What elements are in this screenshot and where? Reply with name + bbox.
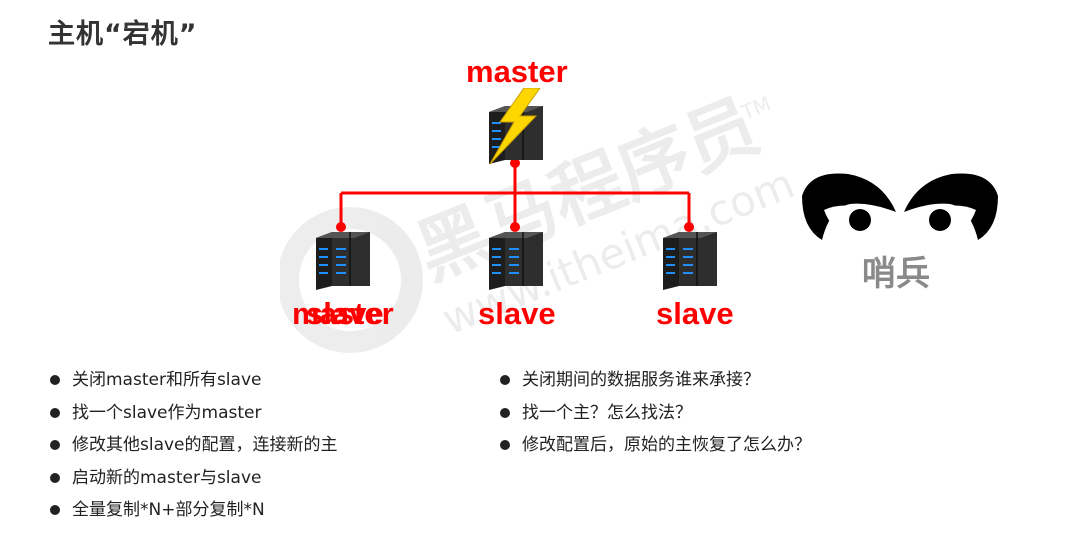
list-item: 找一个slave作为master — [50, 397, 338, 430]
list-item: 找一个主？怎么找法？ — [500, 397, 811, 430]
connector-dot-right — [684, 222, 694, 232]
bullet-icon — [50, 407, 60, 418]
server-rack-icon — [316, 232, 370, 290]
list-item: 启动新的master与slave — [50, 462, 338, 495]
list-item-text: 关闭期间的数据服务谁来承接？ — [522, 370, 760, 390]
connector-dot-top — [510, 158, 520, 168]
lightning-bolt-icon — [489, 88, 541, 165]
node-label-slave-right: slave — [656, 296, 734, 331]
server-rack-icon — [663, 232, 717, 290]
bullet-icon — [500, 440, 510, 450]
list-item: 全量复制*N+部分复制*N — [50, 494, 338, 527]
list-item-text: 修改配置后，原始的主恢复了怎么办？ — [522, 435, 811, 455]
list-item: 修改其他slave的配置，连接新的主 — [50, 429, 338, 462]
connector-dot-left — [336, 222, 346, 232]
node-label-left-master: master — [292, 296, 394, 331]
connector-dot-middle — [510, 222, 520, 232]
node-label-master: master — [466, 54, 568, 89]
list-item: 关闭master和所有slave — [50, 364, 338, 397]
bullet-icon — [50, 505, 60, 515]
server-rack-icon — [489, 232, 543, 290]
angry-eyes-icon — [802, 173, 998, 240]
node-label-left-overlap: master slave — [292, 298, 412, 334]
bullet-icon — [500, 407, 510, 418]
bullet-icon — [50, 440, 60, 450]
list-item: 修改配置后，原始的主恢复了怎么办？ — [500, 429, 811, 462]
list-item: 关闭期间的数据服务谁来承接？ — [500, 364, 811, 397]
list-item-text: 找一个slave作为master — [72, 402, 262, 423]
list-item-text: 找一个主？怎么找法？ — [522, 402, 692, 423]
questions-list: 关闭期间的数据服务谁来承接？ 找一个主？怎么找法？ 修改配置后，原始的主恢复了怎… — [500, 364, 811, 462]
node-label-left-slave: slave — [306, 296, 384, 331]
node-label-slave-middle: slave — [478, 296, 556, 331]
bullet-icon — [50, 375, 60, 385]
steps-list: 关闭master和所有slave 找一个slave作为master 修改其他sl… — [50, 364, 338, 527]
list-item-text: 修改其他slave的配置，连接新的主 — [72, 435, 338, 455]
bullet-icon — [500, 375, 510, 385]
list-item-text: 关闭master和所有slave — [72, 370, 262, 390]
list-item-text: 启动新的master与slave — [72, 467, 262, 488]
bullet-icon — [50, 472, 60, 483]
list-item-text: 全量复制*N+部分复制*N — [72, 500, 265, 520]
sentinel-label: 哨兵 — [862, 254, 930, 294]
page-title: 主机“宕机” — [48, 19, 198, 50]
